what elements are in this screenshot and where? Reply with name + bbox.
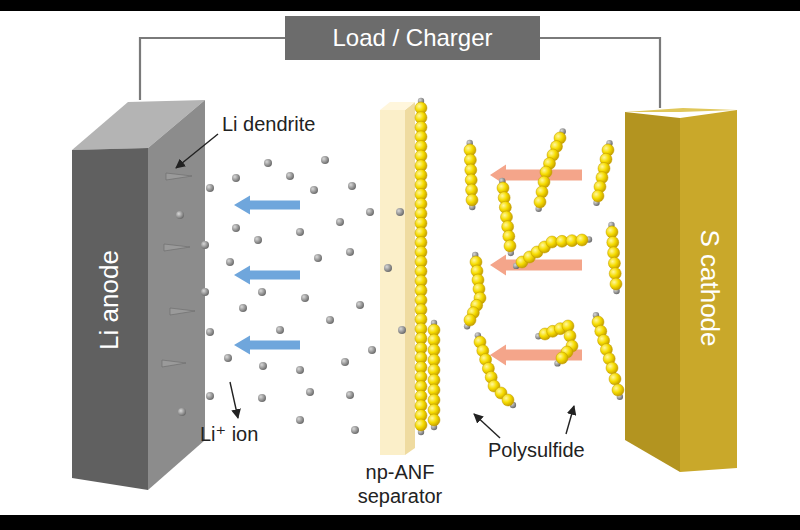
flow-arrow [490,345,582,366]
li-ion-dot [206,184,214,192]
li-ion-dot [226,258,234,266]
li-ion-dot [254,236,262,244]
li-ion-dot [321,156,329,164]
li-ion-dot [201,288,209,296]
dendrite-label: Li dendrite [222,112,315,136]
polysulfide-chain [464,252,486,330]
node-text: Load / Charger [332,24,492,53]
polysulfide-chain [497,178,516,256]
li-ion-dot [384,264,392,272]
li-ion-dot [201,241,209,249]
li-ion-dot [398,326,406,334]
li-ion-dot [314,254,322,262]
li-ion-dot [232,174,240,182]
node-text: np-ANF separator [350,460,450,508]
separator-slab [380,102,415,455]
li-ion-dot [336,218,344,226]
polysulfide-chain [513,234,592,269]
leader-lines [176,134,574,438]
polysulfide-chain [534,128,566,212]
li-ion-dot [310,186,318,194]
li-ion-dot [346,391,354,399]
li-ion-dot [326,316,334,324]
cathode-slab [625,108,737,472]
li-ion-dot [258,288,266,296]
li-ion-dot [296,416,304,424]
node-text: S cathode [693,229,724,346]
li-ions [176,156,406,434]
li-ion-dot [396,208,404,216]
li-ion-dot [259,362,267,370]
dendrites [162,173,195,367]
flow-arrow [234,196,300,215]
bottom-band [0,515,800,530]
flow-arrow [234,266,300,285]
polysulfide-chains [415,98,624,435]
polysulfide-chain [606,222,622,294]
separator-block: np-ANF separator [350,100,450,510]
flow-arrows [234,165,582,366]
polysulfide-chain [592,140,614,206]
li-ion-dot [258,394,266,402]
anode-slab [72,100,205,490]
li-ion-dot [206,392,214,400]
li-ion-dot [356,301,364,309]
polysulfide-chain [474,332,516,408]
li-ion-dot [368,346,376,354]
li-ion-dot [206,328,214,336]
li-ion-dot [346,248,354,256]
li-ion-dot [178,408,186,416]
li-ion-dot [176,211,184,219]
top-band [0,0,800,11]
li-ion-dot [286,172,294,180]
polysulfide-chain [428,320,440,430]
polysulfide-chain [464,140,478,210]
polysulfide-chain [535,320,578,367]
li-ion-dot [306,388,314,396]
li-ion-dot [276,326,284,334]
li-ion-dot [348,182,356,190]
polysulfide-chain [415,98,427,435]
node-text: Li anode [94,250,125,350]
li-ion-dot [351,426,359,434]
wire [140,38,285,100]
polysulfide-label: Polysulfide [488,438,585,462]
wire [540,38,660,108]
li-ion-dot [296,228,304,236]
polysulfide-chain [592,312,624,400]
li-ion-dot [232,224,240,232]
li-ion-dot [296,366,304,374]
li-ion-dot [239,304,247,312]
flow-arrow [234,336,300,355]
cathode-block: S cathode [625,108,737,473]
li-ion-dot [366,208,374,216]
li-ion-dot [264,159,272,167]
li-ion-dot [224,354,232,362]
ion-label: Li⁺ ion [200,422,258,446]
li-ion-dot [301,294,309,302]
li-ion-dot [341,358,349,366]
anode-block: Li anode [72,100,205,490]
load-charger-box: Load / Charger [285,16,540,60]
